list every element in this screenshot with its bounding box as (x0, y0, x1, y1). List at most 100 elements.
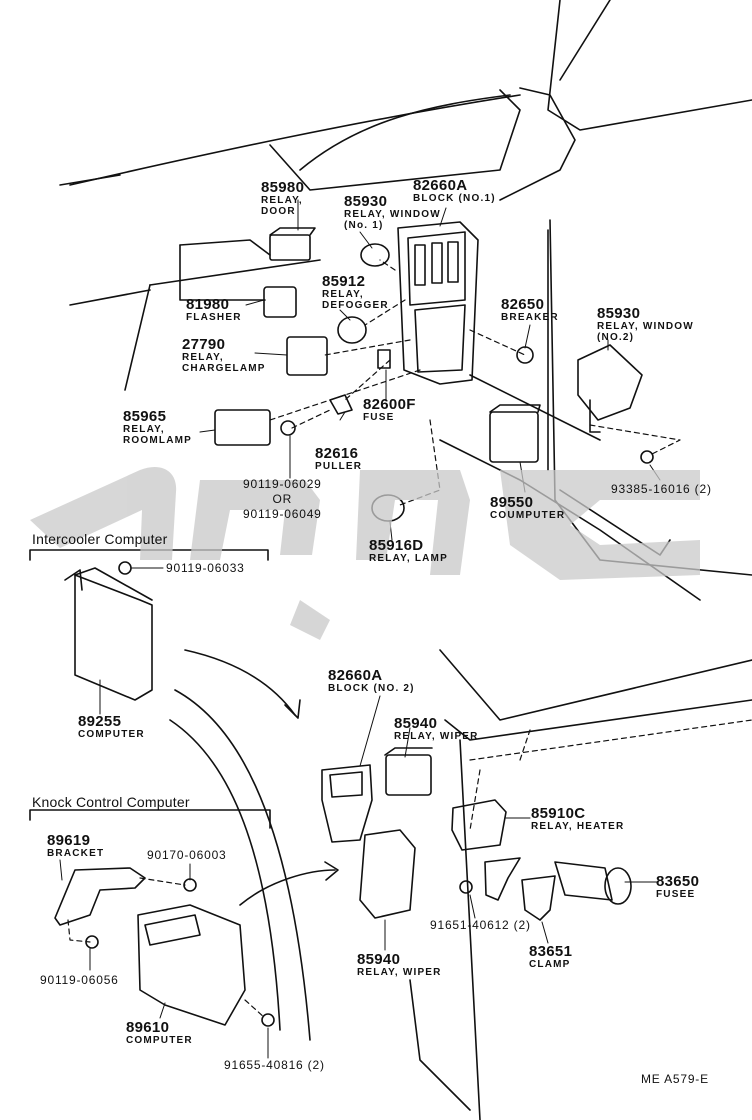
label-85912: 85912 RELAY, DEFOGGER (322, 274, 389, 311)
part-name: RELAY, (322, 289, 364, 300)
part-name: RELAY, (123, 424, 165, 435)
section-intercooler-title: Intercooler Computer (32, 531, 168, 547)
part-name: (NO.2) (597, 332, 635, 343)
part-number: 89619 (47, 832, 91, 849)
part-name: ROOMLAMP (123, 435, 193, 446)
label-90119-06033: 90119-06033 (166, 561, 245, 575)
part-number: 82616 (315, 445, 359, 462)
fusee-shape (554, 861, 613, 901)
relay-window-no2-shape (577, 344, 643, 421)
label-85940-bottom: 85940 RELAY, WIPER (357, 952, 442, 978)
part-name: COMPUTER (78, 729, 145, 740)
part-number: 89255 (78, 713, 122, 730)
dash-outline-upper (69, 94, 521, 186)
label-85930-no2: 85930 RELAY, WINDOW (NO.2) (597, 306, 694, 343)
part-name: RELAY, WIPER (357, 967, 442, 978)
label-82650: 82650 BREAKER (501, 297, 559, 323)
part-name: RELAY, WINDOW (597, 321, 694, 332)
label-85916d: 85916D RELAY, LAMP (369, 538, 448, 564)
part-number: 82650 (501, 296, 545, 313)
part-name: DEFOGGER (322, 300, 389, 311)
label-85965: 85965 RELAY, ROOMLAMP (123, 409, 192, 446)
part-number: 27790 (182, 336, 226, 353)
label-82660a-no1: 82660A BLOCK (NO.1) (413, 178, 496, 204)
knock-bracket-line (29, 809, 271, 829)
part-number: 85910C (531, 805, 586, 822)
label-83650: 83650 FUSEE (656, 874, 699, 900)
computer-89610-shape (137, 904, 246, 1026)
part-number: 85912 (322, 273, 366, 290)
label-93385: 93385-16016 (2) (611, 482, 712, 496)
part-number: 85930 (344, 193, 388, 210)
relay-roomlamp-shape (214, 409, 271, 446)
part-name: RELAY, HEATER (531, 821, 625, 832)
part-name: RELAY, LAMP (369, 553, 448, 564)
clamp-83651-shape (521, 875, 556, 921)
relay-door-shape (269, 234, 311, 261)
flasher-shape (263, 286, 297, 318)
part-name: FUSE (363, 412, 395, 423)
part-number: 82660A (328, 667, 383, 684)
screw-93385-shape (640, 450, 654, 464)
part-number: 90119-06029 (243, 477, 322, 491)
part-name: RELAY, (261, 195, 303, 206)
label-91651: 91651-40612 (2) (430, 918, 531, 932)
breaker-shape (516, 346, 534, 364)
label-90119-alt: 90119-06029 OR 90119-06049 (243, 478, 322, 520)
part-number: 82660A (413, 177, 468, 194)
watermark-logo (30, 466, 700, 640)
label-82616: 82616 PULLER (315, 446, 362, 472)
part-name: RELAY, WINDOW (344, 209, 441, 220)
junction-block-2-shape (321, 764, 373, 843)
label-85980: 85980 RELAY, DOOR (261, 180, 304, 217)
part-number: 82600F (363, 396, 416, 413)
label-89610: 89610 COMPUTER (126, 1020, 193, 1046)
screw-90119-06033-shape (118, 561, 132, 575)
label-91655: 91655-40816 (2) (224, 1058, 325, 1072)
part-name: CHARGELAMP (182, 363, 266, 374)
relay-heater-shape (451, 799, 507, 851)
part-name: DOOR (261, 206, 296, 217)
label-89619: 89619 BRACKET (47, 833, 104, 859)
part-number: 85940 (357, 951, 401, 968)
part-name: RELAY, WIPER (394, 731, 479, 742)
intercooler-computer-shape (74, 574, 153, 701)
part-name: BLOCK (NO. 2) (328, 683, 415, 694)
fuse-shape (377, 349, 391, 369)
label-83651: 83651 CLAMP (529, 944, 572, 970)
part-name: (No. 1) (344, 220, 384, 231)
part-name: COMPUTER (126, 1035, 193, 1046)
puller-shape (329, 394, 353, 415)
part-name: CLAMP (529, 959, 571, 970)
part-name: FLASHER (186, 312, 242, 323)
bracket-89619-shape (54, 867, 146, 926)
part-number: 85965 (123, 408, 167, 425)
label-85910c: 85910C RELAY, HEATER (531, 806, 624, 832)
label-85940-top: 85940 RELAY, WIPER (394, 716, 479, 742)
part-number: 85916D (369, 537, 424, 554)
part-name: FUSEE (656, 889, 696, 900)
part-number: 89550 (490, 494, 534, 511)
label-82600f: 82600F FUSE (363, 397, 416, 423)
part-name: BRACKET (47, 848, 105, 859)
relay-window-no1-shape (360, 243, 390, 267)
a-pillar (547, 0, 752, 131)
part-number: 85940 (394, 715, 438, 732)
label-85930-no1: 85930 RELAY, WINDOW (No. 1) (344, 194, 441, 231)
relay-defogger-shape (337, 316, 367, 344)
relay-chargelamp-shape (286, 336, 328, 376)
label-82660a-no2: 82660A BLOCK (NO. 2) (328, 668, 415, 694)
arrow-intercooler (184, 649, 296, 716)
part-name: RELAY, (182, 352, 224, 363)
part-number: 83650 (656, 873, 700, 890)
label-89255: 89255 COMPUTER (78, 714, 145, 740)
section-knock-title: Knock Control Computer (32, 794, 190, 810)
screw-91651-shape (459, 880, 473, 894)
nut-90170-shape (183, 878, 197, 892)
computer-89550-shape (489, 411, 539, 463)
label-90170: 90170-06003 (147, 848, 227, 862)
figure-code: ME A579-E (641, 1072, 709, 1086)
part-number: 89610 (126, 1019, 170, 1036)
screw-shape (280, 420, 296, 436)
